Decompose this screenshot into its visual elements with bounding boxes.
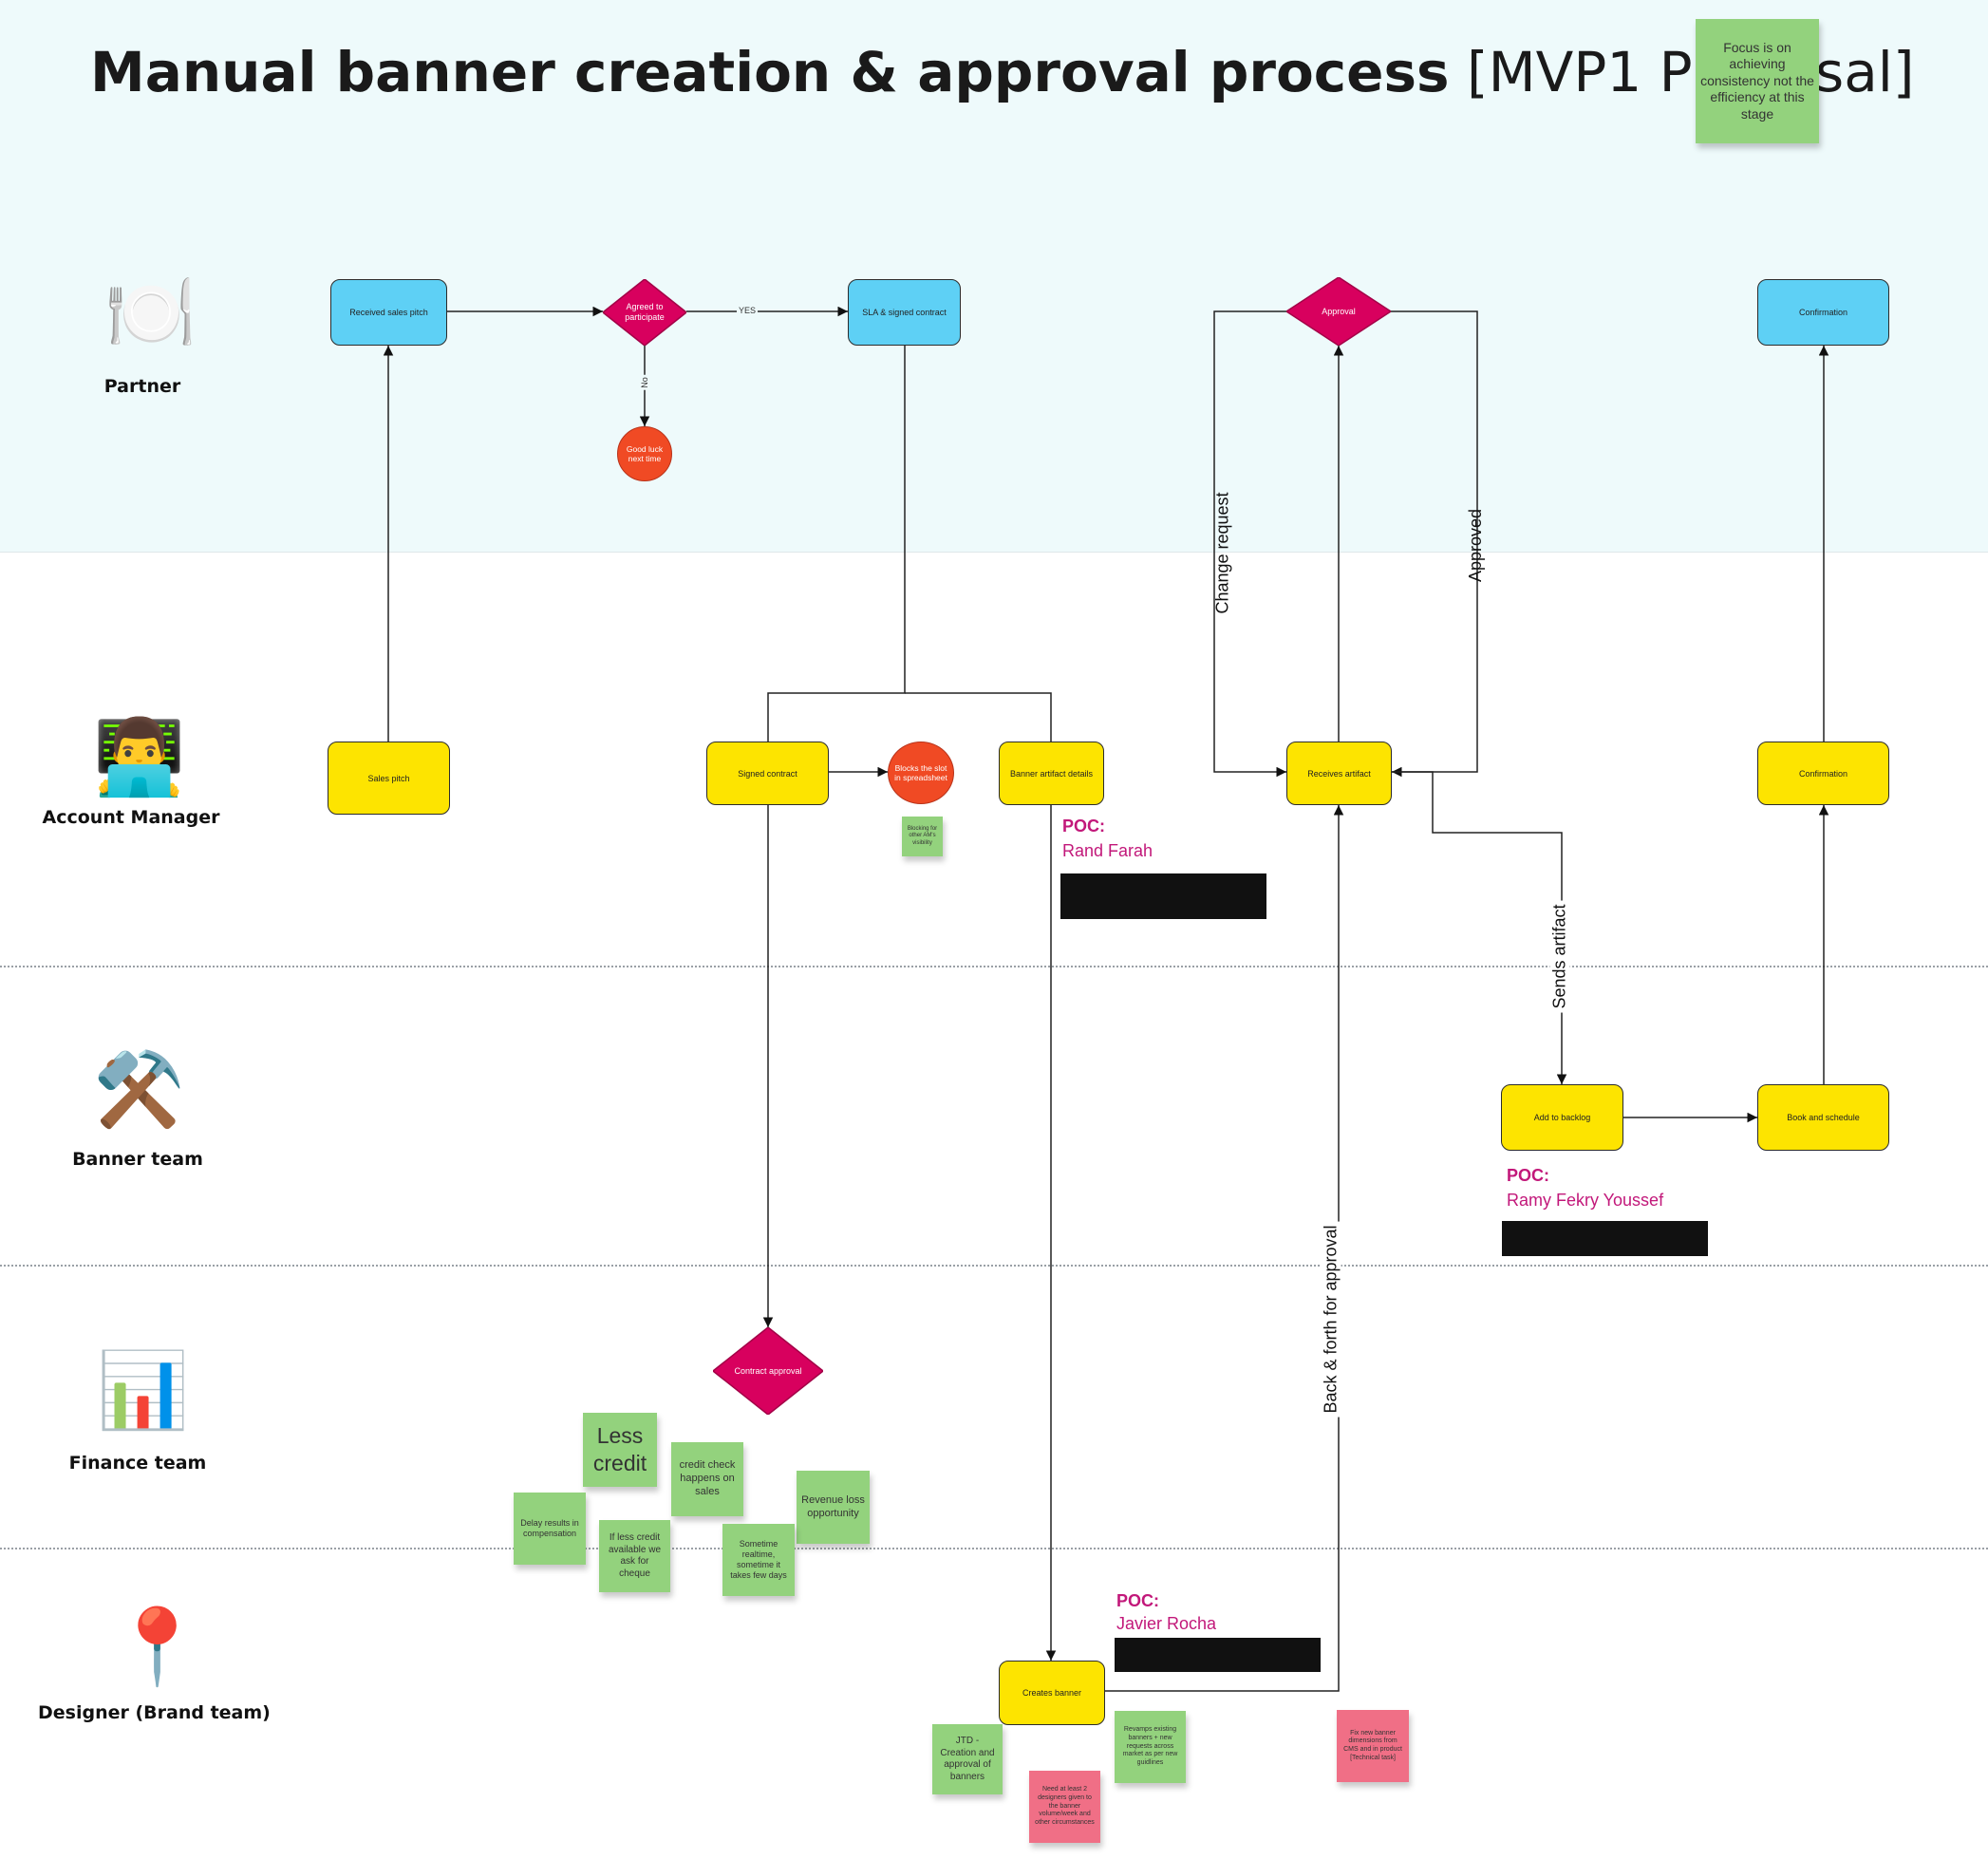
lane-label-finance-team: Finance team (68, 1453, 207, 1474)
edge-label-sends-artifact: Sends artifact (1549, 900, 1570, 1013)
poc-name: Javier Rocha (1116, 1614, 1217, 1633)
connector-change-request (1213, 310, 1286, 778)
lane-label-designer: Designer (Brand team) (38, 1702, 271, 1723)
connector-sla-split (767, 346, 906, 742)
lane-label-partner: Partner (103, 376, 181, 397)
connector-creates-to-receives (1105, 805, 1344, 1692)
title-main: Manual banner creation & approval proces… (90, 40, 1450, 104)
designer-pushpin-icon: 📍 (111, 1605, 204, 1688)
lane-divider (0, 1265, 1988, 1267)
edge-label-change-request: Change request (1212, 492, 1232, 614)
node-receives-artifact[interactable]: Receives artifact (1286, 742, 1392, 805)
node-sales-pitch[interactable]: Sales pitch (328, 742, 450, 815)
poc-name: Rand Farah (1062, 841, 1153, 860)
poc-heading: POC: (1062, 817, 1105, 836)
redacted-block (1115, 1638, 1321, 1672)
edge-label-back-forth: Back & forth for approval (1321, 1221, 1341, 1418)
sticky-need-designers[interactable]: Need at least 2 designers given to the b… (1029, 1771, 1100, 1843)
partner-plate-icon: 🍽️ (104, 271, 197, 354)
terminal-blocks-slot[interactable]: Blocks the slot in spreadsheet (888, 742, 954, 804)
sticky-credit-check[interactable]: credit check happens on sales (671, 1442, 743, 1516)
node-banner-artifact-details[interactable]: Banner artifact details (999, 742, 1104, 805)
lane-label-banner-team: Banner team (72, 1149, 203, 1170)
finance-bar-chart-icon: 📊 (97, 1348, 190, 1432)
connector-sends-artifact (1392, 771, 1567, 1084)
poc-heading: POC: (1507, 1166, 1549, 1185)
lane-divider (0, 966, 1988, 967)
sticky-note-focus[interactable]: Focus is on achieving consistency not th… (1696, 19, 1819, 143)
decision-agreed-label: Agreed to participate (625, 302, 665, 322)
sticky-less-credit[interactable]: Less credit (583, 1413, 657, 1487)
sticky-revenue-loss[interactable]: Revenue loss opportunity (797, 1471, 870, 1544)
node-book-and-schedule[interactable]: Book and schedule (1757, 1084, 1889, 1151)
sticky-revamps[interactable]: Revamps existing banners + new requests … (1115, 1711, 1186, 1783)
account-manager-technologist-icon: 👨‍💻 (93, 715, 186, 798)
sticky-jtd[interactable]: JTD - Creation and approval of banners (932, 1724, 1003, 1794)
connector-sla-to-artifact (905, 692, 1052, 742)
edge-label-approved: Approved (1466, 508, 1486, 583)
node-creates-banner[interactable]: Creates banner (999, 1661, 1105, 1725)
sticky-if-less-credit[interactable]: If less credit available we ask for cheq… (599, 1520, 670, 1592)
redacted-block (1502, 1221, 1708, 1256)
terminal-good-luck[interactable]: Good luck next time (617, 426, 672, 481)
banner-team-tools-icon: ⚒️ (93, 1047, 186, 1131)
node-signed-contract[interactable]: Signed contract (706, 742, 829, 805)
edge-label-yes: YES (737, 306, 759, 315)
node-sla-signed-contract[interactable]: SLA & signed contract (848, 279, 961, 346)
lane-label-account-manager: Account Manager (42, 807, 220, 828)
edge-label-no: No (639, 375, 649, 390)
sticky-delay-results[interactable]: Delay results in compensation (514, 1493, 586, 1565)
decision-approval[interactable]: Approval (1286, 277, 1391, 346)
lane-divider (0, 1548, 1988, 1549)
poc-heading: POC: (1116, 1591, 1159, 1610)
decision-contract-approval[interactable]: Contract approval (713, 1327, 823, 1415)
redacted-block (1060, 873, 1266, 919)
header-band (0, 0, 1988, 553)
node-received-sales-pitch[interactable]: Received sales pitch (330, 279, 447, 346)
poc-name: Ramy Fekry Youssef (1507, 1191, 1664, 1210)
sticky-fix-dimensions[interactable]: Fix new banner dimensions from CMS and i… (1337, 1710, 1409, 1782)
decision-approval-label: Approval (1322, 306, 1356, 316)
page-title: Manual banner creation & approval proces… (90, 40, 1915, 104)
title-sub: [MVP1 Proposal] (1467, 40, 1915, 104)
node-add-to-backlog[interactable]: Add to backlog (1501, 1084, 1623, 1151)
decision-agreed-to-participate[interactable]: Agreed to participate (603, 279, 686, 346)
node-confirmation-am[interactable]: Confirmation (1757, 742, 1889, 805)
sticky-blocking-visibility[interactable]: Blocking for other AM's visibility (902, 817, 943, 856)
decision-contract-approval-label: Contract approval (734, 1365, 802, 1376)
sticky-sometime-realtime[interactable]: Sometime realtime, sometime it takes few… (722, 1524, 795, 1596)
connector-approved (1391, 310, 1478, 778)
node-confirmation-partner[interactable]: Confirmation (1757, 279, 1889, 346)
